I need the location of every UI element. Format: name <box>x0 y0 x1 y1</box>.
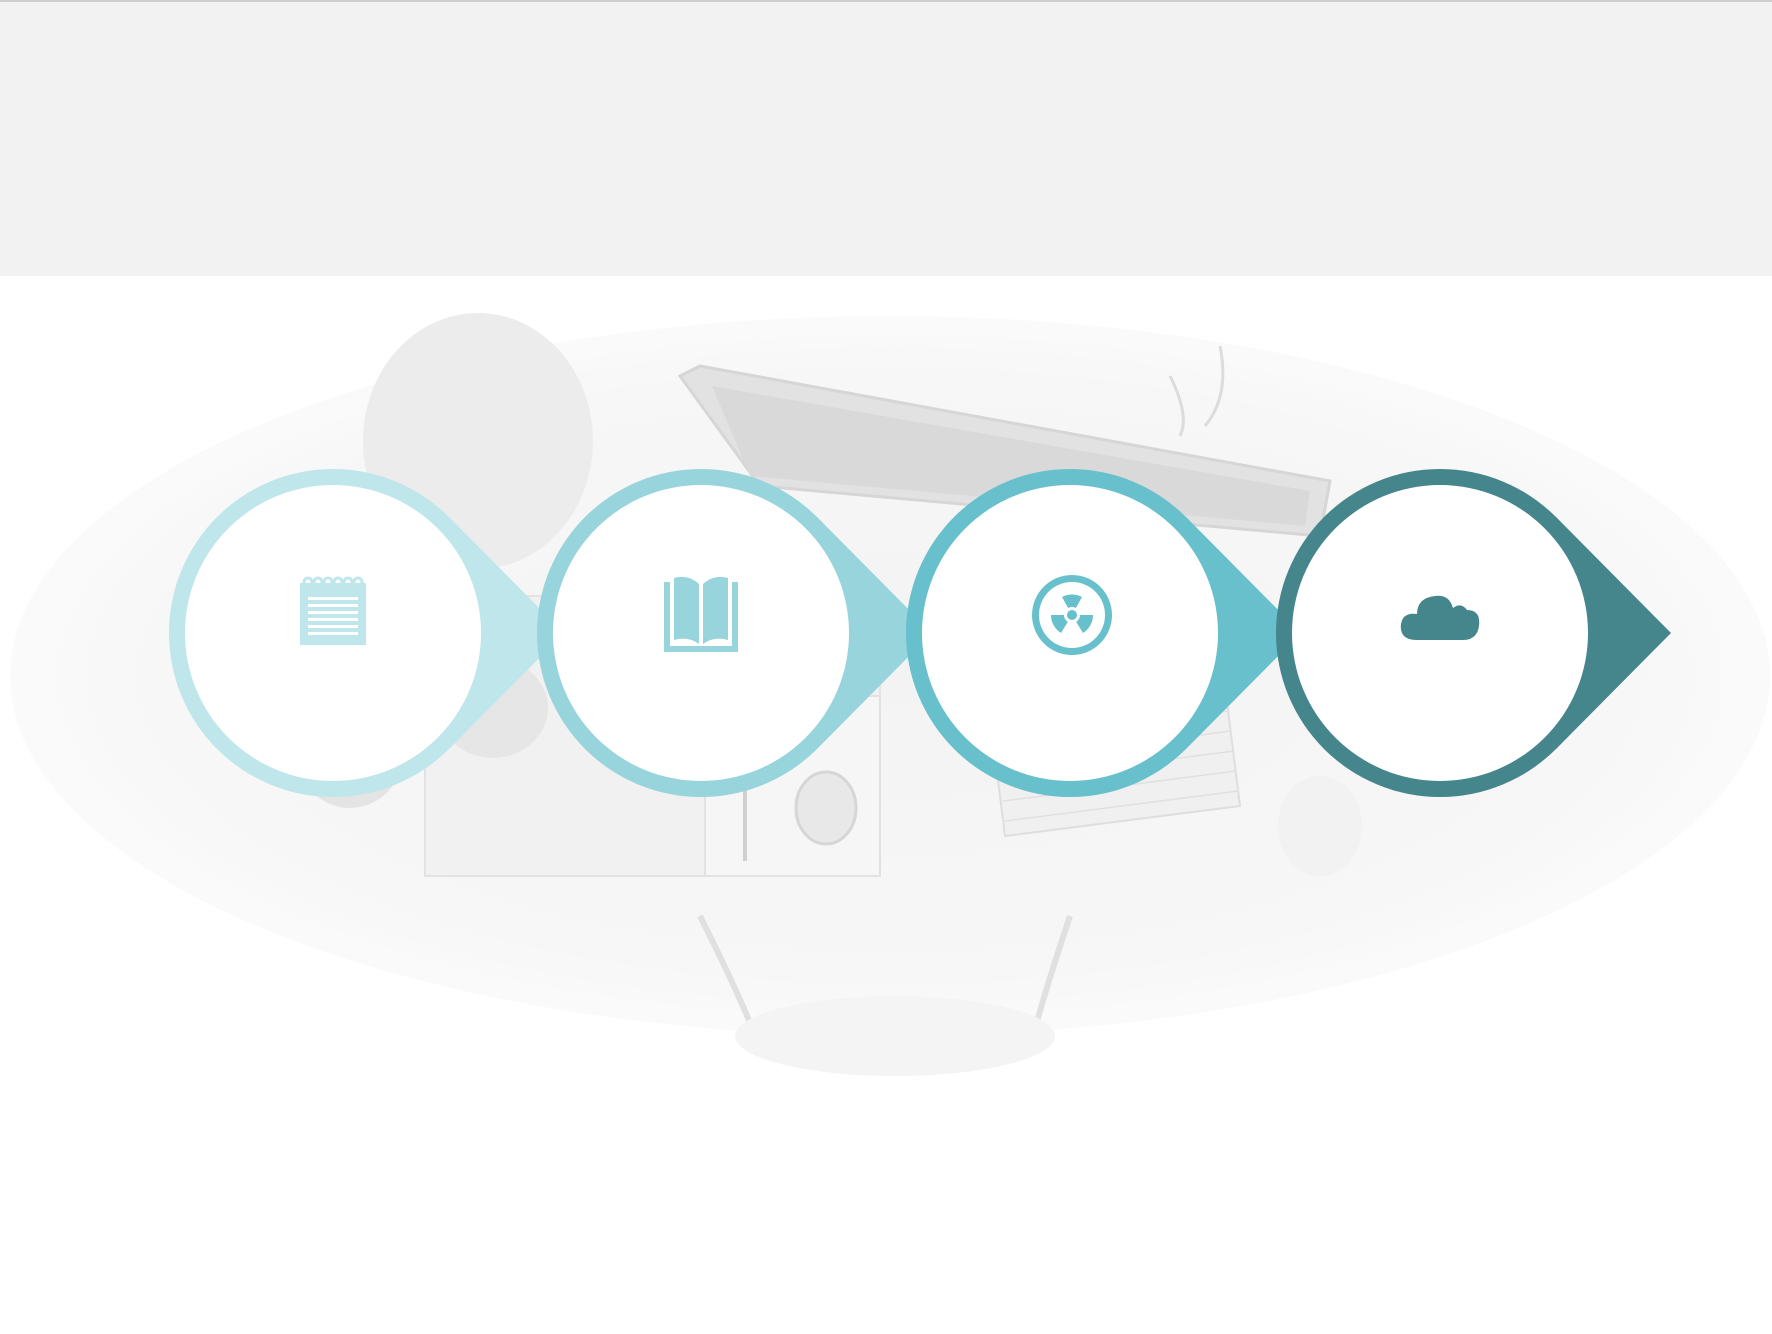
notepad-icon <box>288 571 378 661</box>
chair-seat <box>735 996 1055 1076</box>
monitor-screen <box>712 386 1310 526</box>
mouse <box>1278 776 1362 876</box>
earphones <box>1168 345 1225 437</box>
coffee-cup <box>794 770 858 846</box>
open-book-icon <box>656 572 746 662</box>
cloud-icon <box>1395 574 1485 664</box>
background-photo <box>0 276 1772 1334</box>
radiation-icon <box>1027 570 1117 660</box>
step-disk <box>553 485 849 781</box>
desk-scene <box>10 313 1770 1076</box>
header-band <box>0 0 1772 276</box>
process-step-2 <box>537 469 932 797</box>
